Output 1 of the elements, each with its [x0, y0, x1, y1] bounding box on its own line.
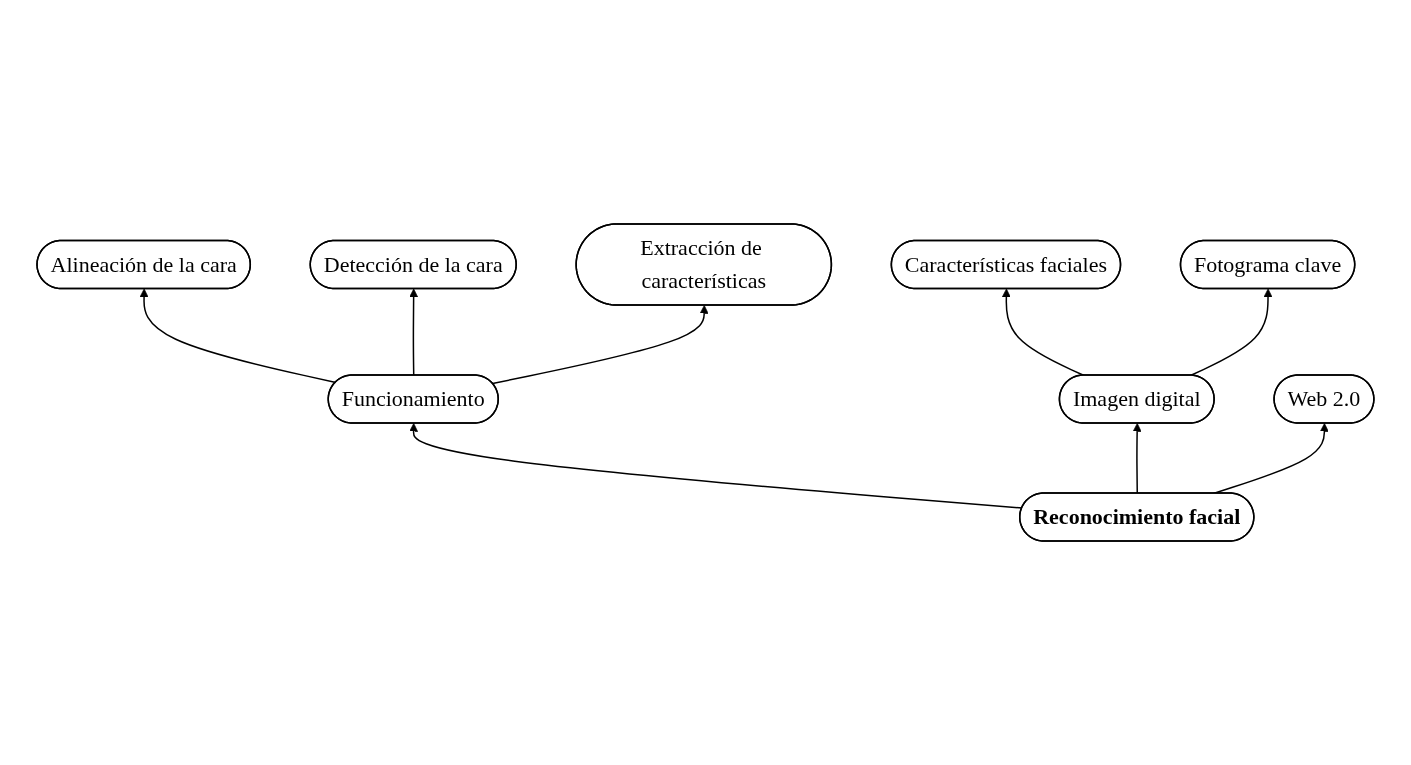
- arrow: [491, 305, 709, 385]
